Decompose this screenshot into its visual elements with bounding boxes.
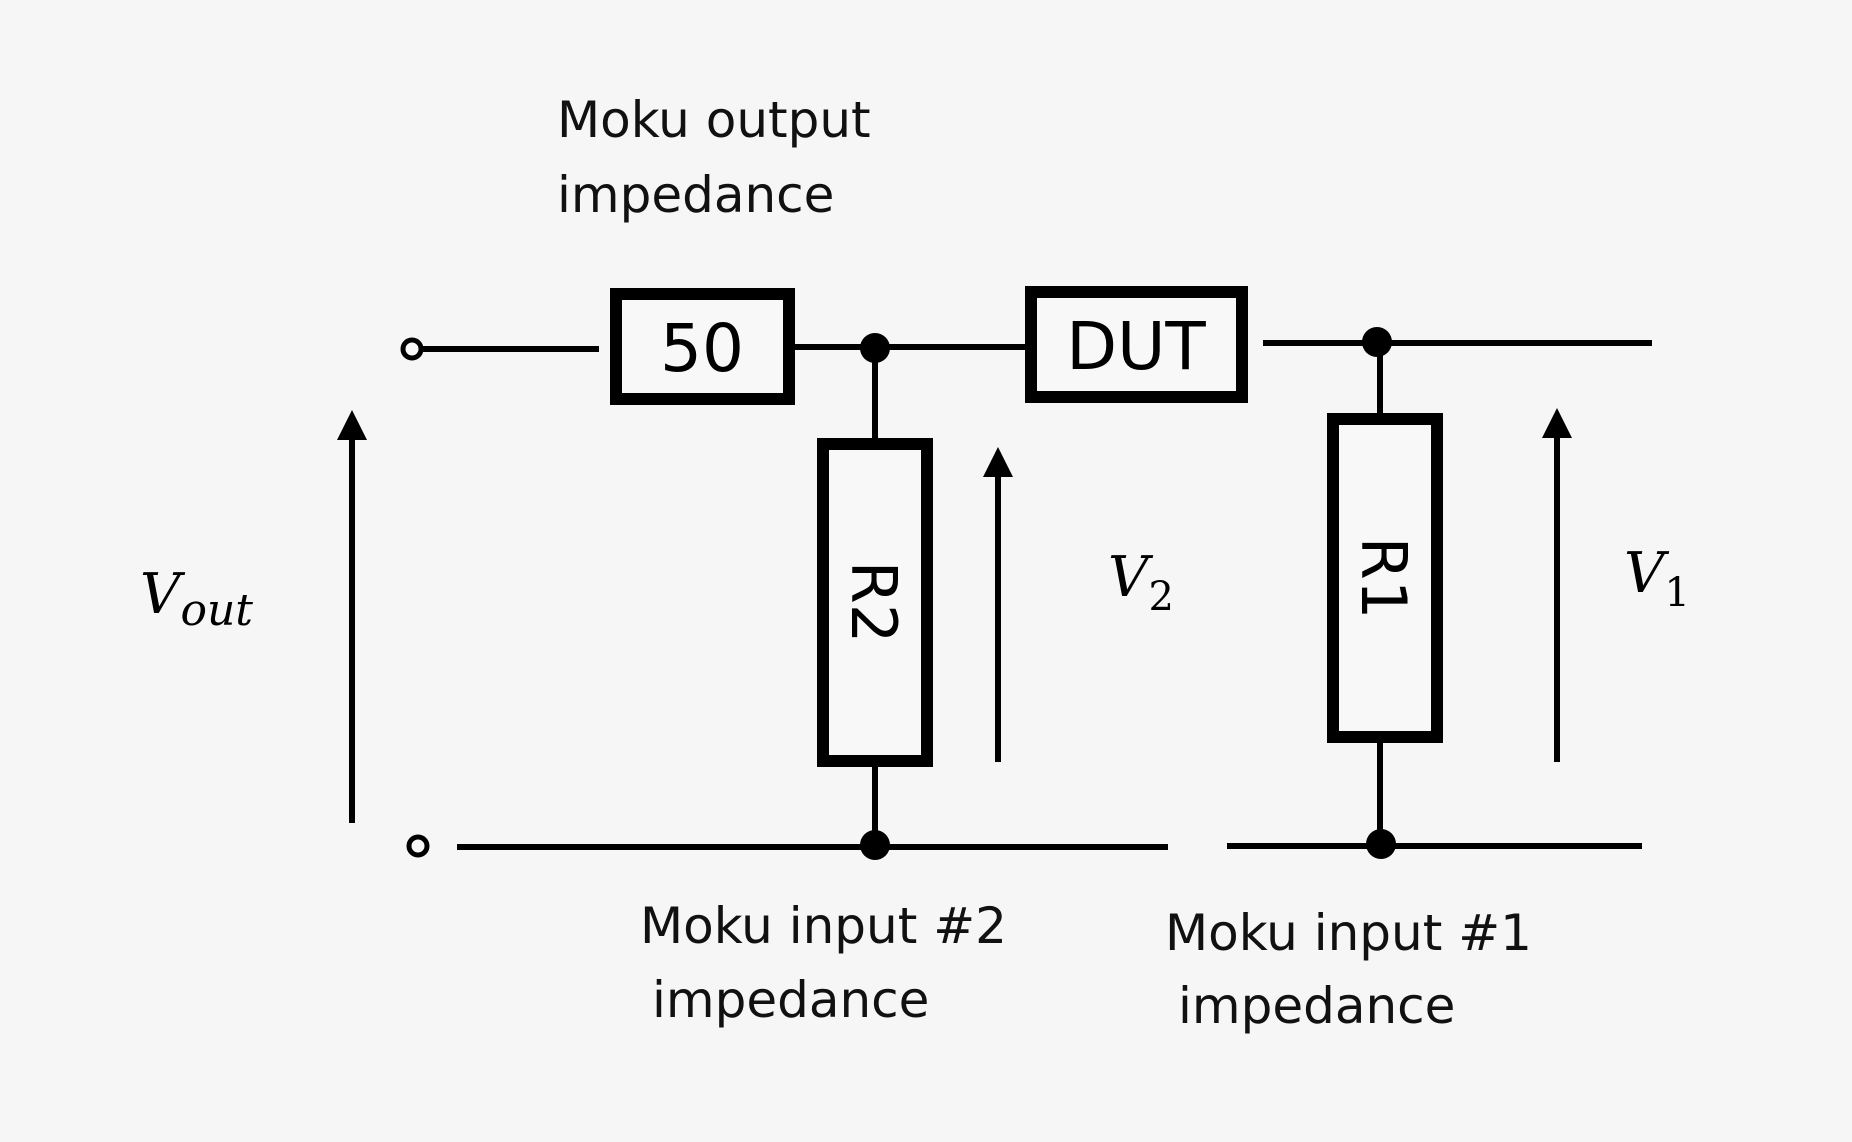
input1-impedance-label-line1: Moku input #1 (1165, 904, 1532, 962)
resistor-r2-label: R2 (837, 561, 910, 644)
junction-r2-bottom (860, 830, 890, 860)
terminal-top (400, 337, 424, 361)
input1-impedance-label-line2: impedance (1178, 977, 1455, 1035)
v2-arrow (983, 447, 1013, 762)
resistor-r1 (1327, 413, 1443, 743)
v1-arrow (1542, 408, 1572, 762)
v1-label: V1 (1624, 541, 1690, 616)
output-impedance-label-line2: impedance (557, 166, 834, 224)
input2-impedance-label-line1: Moku input #2 (640, 897, 1007, 955)
v2-label: V2 (1108, 545, 1174, 620)
junction-r2-top (860, 333, 890, 363)
junction-r1-top (1362, 327, 1392, 357)
junction-r1-bottom (1366, 829, 1396, 859)
resistor-r1-label: R1 (1347, 537, 1420, 620)
resistor-50 (610, 288, 795, 405)
resistor-50-label: 50 (660, 310, 744, 387)
resistor-r2 (817, 438, 933, 767)
vout-label: Vout (140, 562, 253, 636)
dut-label: DUT (1066, 308, 1206, 385)
terminal-bottom (406, 834, 430, 858)
output-impedance-label-line1: Moku output (557, 91, 871, 149)
input2-impedance-label-line2: impedance (652, 971, 929, 1029)
vout-arrow (337, 410, 367, 823)
dut-box (1025, 286, 1248, 403)
